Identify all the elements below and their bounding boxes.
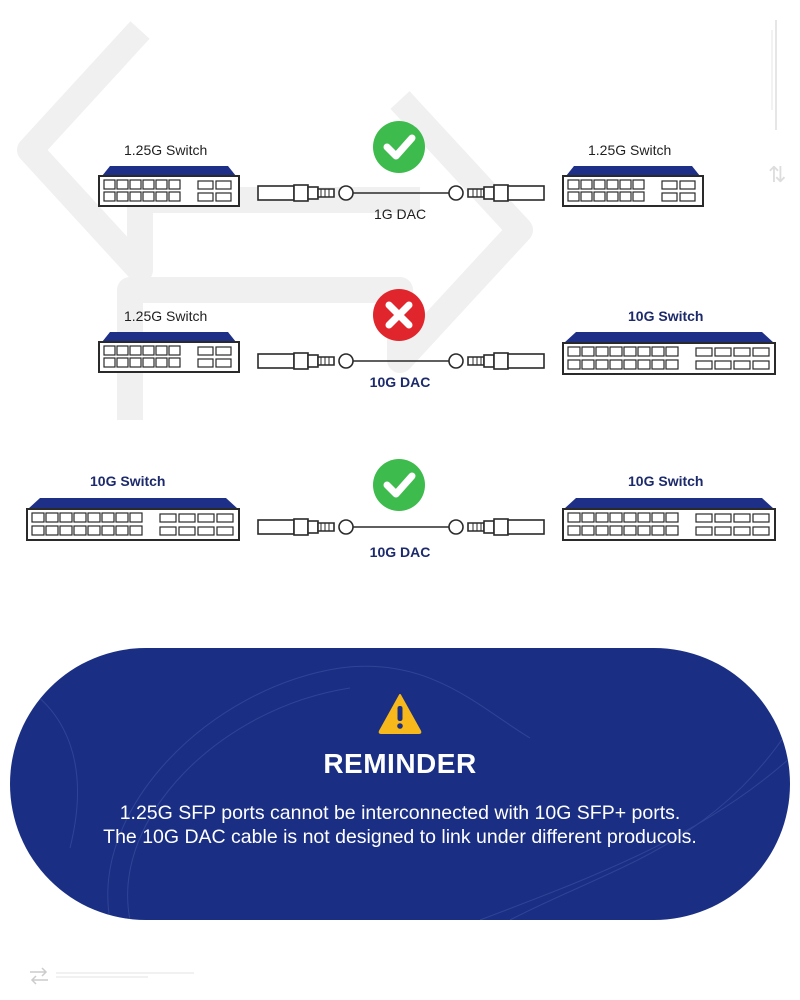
cable-label: 1G DAC: [373, 206, 427, 222]
reminder-title: REMINDER: [323, 748, 477, 779]
right-switch-label: 1.25G Switch: [588, 142, 672, 158]
dac-cable-10g: [257, 518, 545, 536]
connection-row-2: 1.25G Switch 10G Switch: [0, 284, 800, 444]
right-switch-10g: [562, 332, 776, 375]
cross-icon: [373, 289, 425, 341]
left-switch-label: 1.25G Switch: [124, 308, 208, 324]
reminder-line-2: The 10G DAC cable is not designed to lin…: [103, 826, 697, 848]
left-switch-1g: [98, 332, 240, 373]
left-switch-10g: [26, 498, 240, 541]
check-icon: [373, 459, 425, 511]
cable-label: 10G DAC: [369, 374, 431, 390]
cable-label: 10G DAC: [369, 544, 431, 560]
bottom-decoration: [30, 967, 194, 985]
warning-icon: [378, 694, 422, 734]
dac-cable-1g: [257, 184, 545, 202]
right-switch-1g: [562, 166, 704, 207]
side-decoration: ⇅: [768, 20, 786, 188]
decorative-lines: [10, 665, 790, 920]
right-switch-label: 10G Switch: [628, 308, 704, 324]
reminder-panel: REMINDER 1.25G SFP ports cannot be inter…: [10, 648, 790, 920]
right-switch-10g: [562, 498, 776, 541]
right-switch-label: 10G Switch: [628, 473, 704, 489]
left-switch-label: 10G Switch: [90, 473, 166, 489]
reminder-line-1: 1.25G SFP ports cannot be interconnected…: [119, 802, 681, 824]
dac-cable-10g: [257, 352, 545, 370]
svg-text:⇅: ⇅: [768, 163, 786, 188]
left-switch-1g: [98, 166, 240, 207]
connection-row-3: 10G Switch 10G Switch: [0, 450, 800, 610]
connection-row-1: 1.25G Switch 1.25G Switch: [0, 118, 800, 278]
left-switch-label: 1.25G Switch: [124, 142, 208, 158]
check-icon: [373, 121, 425, 173]
